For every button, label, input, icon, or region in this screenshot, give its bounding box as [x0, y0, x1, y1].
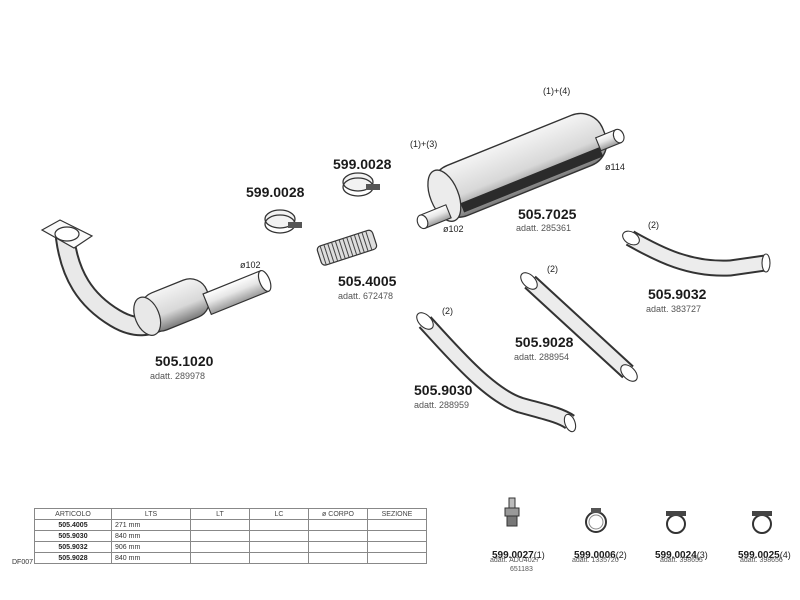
note: (2)	[547, 264, 558, 274]
table-cell: 505.9032	[34, 541, 112, 553]
note: (2)	[648, 220, 659, 230]
table-cell: 906 mm	[111, 541, 191, 553]
table-cell	[249, 530, 309, 542]
small-part-label: 599.0027(1)	[492, 550, 545, 561]
table-cell	[367, 530, 427, 542]
note-top: (1)+(4)	[543, 86, 571, 96]
part-code: 505.7025	[518, 206, 577, 222]
header-cell: LC	[249, 508, 309, 520]
header-cell: SEZIONE	[367, 508, 427, 520]
bolt-icon	[504, 497, 520, 527]
clamp-599-0028-a	[264, 209, 302, 234]
table-cell	[190, 552, 250, 564]
diameter-note: ø114	[605, 162, 625, 172]
table-cell: 505.9028	[34, 552, 112, 564]
table-cell	[249, 519, 309, 531]
clamp-bolt-icon	[666, 511, 686, 534]
header-cell: ø CORPO	[308, 508, 368, 520]
downpipe-505-1020	[40, 219, 272, 337]
table-cell: 840 mm	[111, 552, 191, 564]
note-left: (1)+(3)	[410, 139, 438, 149]
table-cell: 840 mm	[111, 530, 191, 542]
part-adatt: adatt. 383727	[646, 304, 702, 314]
table-cell: 505.4005	[34, 519, 112, 531]
part-code: 505.9028	[515, 334, 574, 350]
table-row: 505.4005 271 mm	[34, 519, 427, 531]
table-row: 505.9030 840 mm	[34, 530, 427, 542]
small-part-adatt: adatt. 398655	[660, 557, 703, 564]
header-cell: LT	[190, 508, 250, 520]
table-cell	[367, 519, 427, 531]
note: (2)	[442, 306, 453, 316]
table-cell	[249, 552, 309, 564]
header-cell: ARTICOLO	[34, 508, 112, 520]
part-adatt: adatt. 289978	[150, 371, 206, 381]
table-cell	[367, 541, 427, 553]
reference-code: DF007	[12, 559, 34, 566]
clamp-icon	[585, 508, 607, 533]
part-code: 599.0028	[246, 184, 305, 200]
table-row: 505.9028 840 mm	[34, 552, 427, 564]
pipe-505-9032	[622, 230, 771, 277]
small-part-adatt: adatt. 1335720	[572, 557, 619, 564]
part-code: 505.9030	[414, 382, 473, 398]
part-adatt: adatt. 285361	[516, 223, 572, 233]
pipe-505-9030	[416, 312, 577, 433]
pipe-505-9028	[520, 272, 638, 382]
spec-table: ARTICOLO LTS LT LC ø CORPO SEZIONE 505.4…	[34, 508, 427, 564]
table-cell	[308, 530, 368, 542]
small-part-label: 599.0024(3)	[655, 550, 708, 561]
small-part-adatt: adatt. 398656	[740, 557, 783, 564]
table-header-row: ARTICOLO LTS LT LC ø CORPO SEZIONE	[34, 508, 427, 520]
clamp-599-0028-b	[342, 172, 380, 197]
flex-pipe-505-4005	[316, 229, 378, 266]
part-code: 599.0028	[333, 156, 392, 172]
part-adatt: adatt. 672478	[338, 291, 394, 301]
table-row: 505.9032 906 mm	[34, 541, 427, 553]
part-code: 505.1020	[155, 353, 214, 369]
table-cell	[190, 541, 250, 553]
diameter-note: ø102	[240, 260, 261, 270]
small-part-label: 599.0025(4)	[738, 550, 791, 561]
table-cell	[190, 530, 250, 542]
small-part-adatt: 651183	[510, 566, 533, 573]
table-cell	[367, 552, 427, 564]
small-part-adatt: adatt. ADU4027	[490, 557, 540, 564]
part-code: 505.4005	[338, 273, 397, 289]
part-code: 505.9032	[648, 286, 707, 302]
table-cell	[308, 541, 368, 553]
table-cell	[249, 541, 309, 553]
header-cell: LTS	[111, 508, 191, 520]
small-part-label: 599.0006(2)	[574, 550, 627, 561]
diameter-note: ø102	[443, 224, 464, 234]
silencer-505-7025	[416, 112, 625, 230]
table-cell	[308, 552, 368, 564]
table-cell: 271 mm	[111, 519, 191, 531]
table-cell	[308, 519, 368, 531]
table-cell: 505.9030	[34, 530, 112, 542]
part-adatt: adatt. 288959	[414, 400, 470, 410]
table-cell	[190, 519, 250, 531]
clamp-bolt-icon	[752, 511, 772, 534]
part-adatt: adatt. 288954	[514, 352, 570, 362]
